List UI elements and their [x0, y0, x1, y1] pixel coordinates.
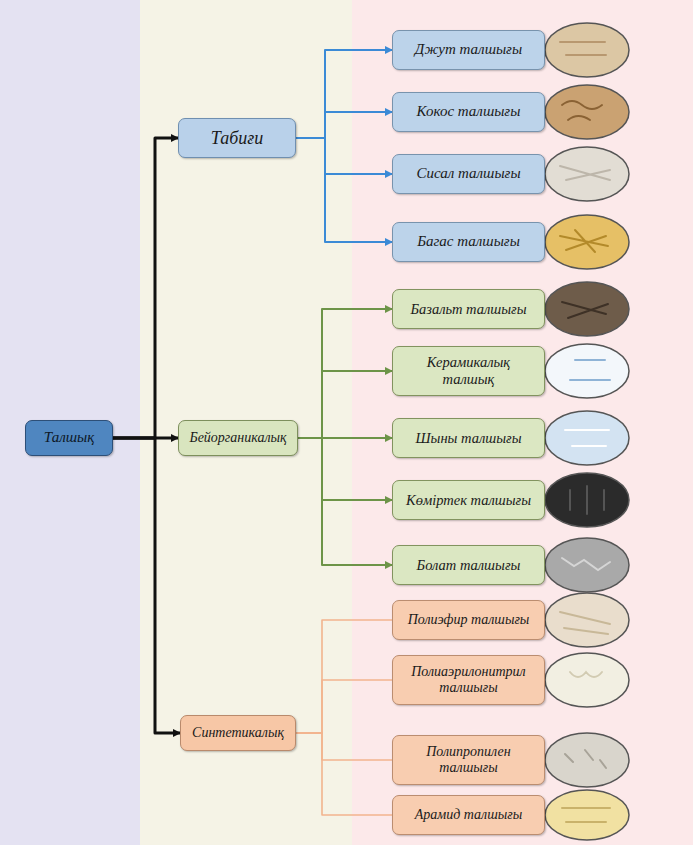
- node-label: Багас талшығы: [417, 233, 520, 250]
- connector-arrow: [296, 112, 392, 138]
- connector-arrow: [296, 50, 392, 138]
- node-label: Керамикалық талшық: [414, 354, 524, 387]
- fiber-box: Болат талшығы: [392, 545, 545, 585]
- node-label: Арамид талшығы: [415, 807, 522, 823]
- node-label: Бейорганикалық: [189, 430, 286, 446]
- node-label: Полиэфир талшығы: [408, 612, 530, 628]
- connector-arrow: [113, 138, 178, 438]
- category-box: Табиғи: [178, 118, 296, 158]
- connector-arrow: [113, 438, 180, 733]
- connector-arrow: [296, 138, 392, 174]
- node-label: Талшық: [44, 429, 94, 446]
- node-label: Полиаэрилонитрил талшығы: [406, 664, 531, 696]
- node-label: Синтетикалық: [192, 725, 284, 741]
- node-label: Шыны талшығы: [415, 430, 521, 447]
- fiber-box: Шыны талшығы: [392, 418, 545, 458]
- fiber-box: Полипропилен талшығы: [392, 735, 545, 785]
- node-label: Кокос талшығы: [417, 103, 521, 120]
- fiber-box: Арамид талшығы: [392, 795, 545, 835]
- node-label: Табиғи: [211, 128, 263, 149]
- node-label: Көміртек талшығы: [406, 492, 531, 509]
- fiber-box: Базальт талшығы: [392, 289, 545, 329]
- fiber-box: Джут талшығы: [392, 30, 545, 70]
- fiber-box: Багас талшығы: [392, 222, 545, 262]
- connector-arrow: [298, 438, 392, 500]
- fiber-box: Көміртек талшығы: [392, 480, 545, 520]
- node-label: Базальт талшығы: [411, 301, 527, 318]
- root-box: Талшық: [25, 420, 113, 456]
- fiber-box: Полиэфир талшығы: [392, 600, 545, 640]
- node-label: Болат талшығы: [417, 557, 521, 574]
- connector-arrow: [296, 733, 392, 815]
- connector-arrow: [298, 371, 392, 438]
- connector-arrow: [296, 733, 392, 760]
- connector-arrow: [296, 138, 392, 242]
- fiber-box: Керамикалық талшық: [392, 346, 545, 396]
- fiber-box: Кокос талшығы: [392, 92, 545, 132]
- node-label: Полипропилен талшығы: [414, 744, 524, 776]
- connector-arrow: [298, 309, 392, 438]
- connector-arrow: [296, 680, 392, 733]
- node-label: Сисал талшығы: [416, 165, 520, 182]
- connector-arrow: [296, 620, 392, 733]
- connector-arrow: [298, 438, 392, 565]
- fiber-box: Полиаэрилонитрил талшығы: [392, 655, 545, 705]
- node-label: Джут талшығы: [415, 41, 522, 58]
- fiber-box: Сисал талшығы: [392, 154, 545, 194]
- category-box: Бейорганикалық: [178, 420, 298, 456]
- category-box: Синтетикалық: [180, 715, 296, 751]
